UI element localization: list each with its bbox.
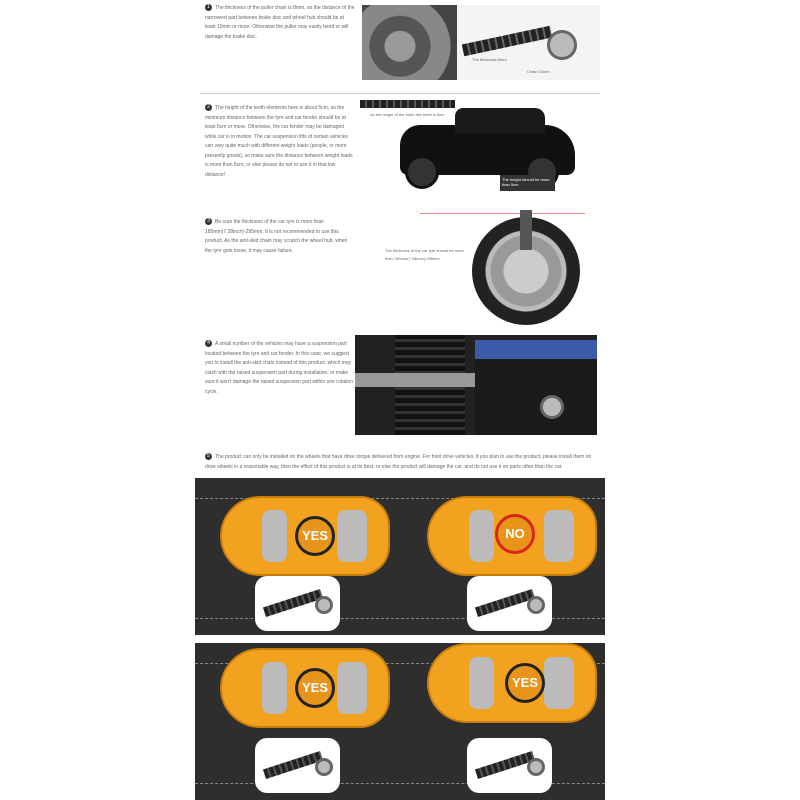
chain-inset xyxy=(467,576,552,631)
suv-photo: As the height of the tooth-like teeth is… xyxy=(360,100,590,195)
suspension-photo xyxy=(355,335,597,435)
installation-panel-2: YES YES xyxy=(195,643,605,800)
brake-disc-photo: The thickness 8mm Chain 10mm xyxy=(362,5,600,80)
photo-label: The thickness 8mm xyxy=(472,57,507,62)
chain-inset xyxy=(467,738,552,793)
yes-badge: YES xyxy=(295,516,335,556)
section-text: The product can only be installed on the… xyxy=(205,454,592,470)
section-text: A small number of the vehicles may have … xyxy=(205,341,353,395)
chain-inset xyxy=(255,738,340,793)
divider xyxy=(200,93,600,94)
car-illustration xyxy=(220,496,390,576)
photo-label: The thickness of the car tyre should be … xyxy=(385,248,464,261)
step-number: 1 xyxy=(205,4,212,12)
step-number: 2 xyxy=(205,104,212,112)
step-number: 4 xyxy=(205,340,212,348)
installation-panel-1: YES NO xyxy=(195,478,605,635)
section-text: Be sure the thickness of the car tyre is… xyxy=(205,219,348,254)
section-text: The thickness of the puller chain is 8mm… xyxy=(205,5,355,40)
photo-label: Chain 10mm xyxy=(527,69,550,74)
tyre-photo: The thickness of the car tyre should be … xyxy=(380,205,590,330)
photo-label: The height should be more than 5cm xyxy=(500,175,555,191)
yes-badge: YES xyxy=(505,663,545,703)
chain-inset xyxy=(255,576,340,631)
photo-label: As the height of the tooth-like teeth is… xyxy=(370,112,445,117)
car-illustration xyxy=(220,648,390,728)
no-badge: NO xyxy=(495,514,535,554)
section-text: The height of the teeth elements here is… xyxy=(205,105,353,178)
step-number: 3 xyxy=(205,218,212,226)
yes-badge: YES xyxy=(295,668,335,708)
step-number: 5 xyxy=(205,453,212,461)
badge-label: NO xyxy=(505,526,525,541)
